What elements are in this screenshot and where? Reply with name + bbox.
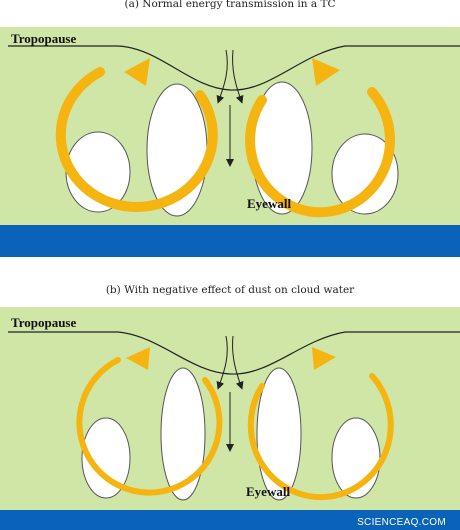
- panel-a-tropopause-line: [8, 45, 460, 91]
- panel-b-circulation-right: [247, 373, 394, 501]
- panel-a-eye-arrow-left: [216, 49, 228, 104]
- panel-a: Tropopause Eyewall: [0, 27, 460, 257]
- panel-a-circulation-left: [55, 67, 218, 212]
- panel-a-circulation-right: [245, 87, 395, 218]
- panel-b-eye-arrow-right: [232, 335, 244, 390]
- watermark: SCIENCEAQ.COM: [357, 517, 446, 528]
- panel-b-circulation-right-head: [312, 347, 336, 370]
- panel-a-ocean: [0, 225, 460, 257]
- panel-b-eyewall-label: Eyewall: [246, 484, 290, 499]
- panel-b-tropopause-label: Tropopause: [11, 315, 76, 330]
- panel-b-circulation-left-head: [126, 347, 150, 370]
- panel-a-tropopause-label: Tropopause: [11, 31, 76, 46]
- panel-b-eye-arrow-left: [216, 335, 228, 390]
- panel-b-cloud-eyewall-right: [256, 367, 302, 501]
- panel-b-ocean: [0, 510, 460, 530]
- panel-b-tropopause-line: [8, 331, 460, 375]
- panel-b-circulation-left: [76, 357, 223, 496]
- panel-b: Tropopause Eyewall: [0, 307, 460, 530]
- panel-a-eye-arrow-right: [232, 49, 244, 104]
- panel-a-cloud-outer-right: [331, 133, 399, 215]
- panel-b-caption: (b) With negative effect of dust on clou…: [106, 284, 355, 296]
- panel-b-cloud-eyewall-left: [160, 367, 206, 501]
- panel-a-circulation-right-head: [312, 58, 340, 86]
- panel-a-circulation-left-head: [124, 58, 150, 86]
- panel-b-cloud-outer-left: [81, 417, 131, 499]
- panel-a-caption: (a) Normal energy transmission in a TC: [124, 0, 335, 10]
- panel-a-eyewall-label: Eyewall: [247, 196, 291, 211]
